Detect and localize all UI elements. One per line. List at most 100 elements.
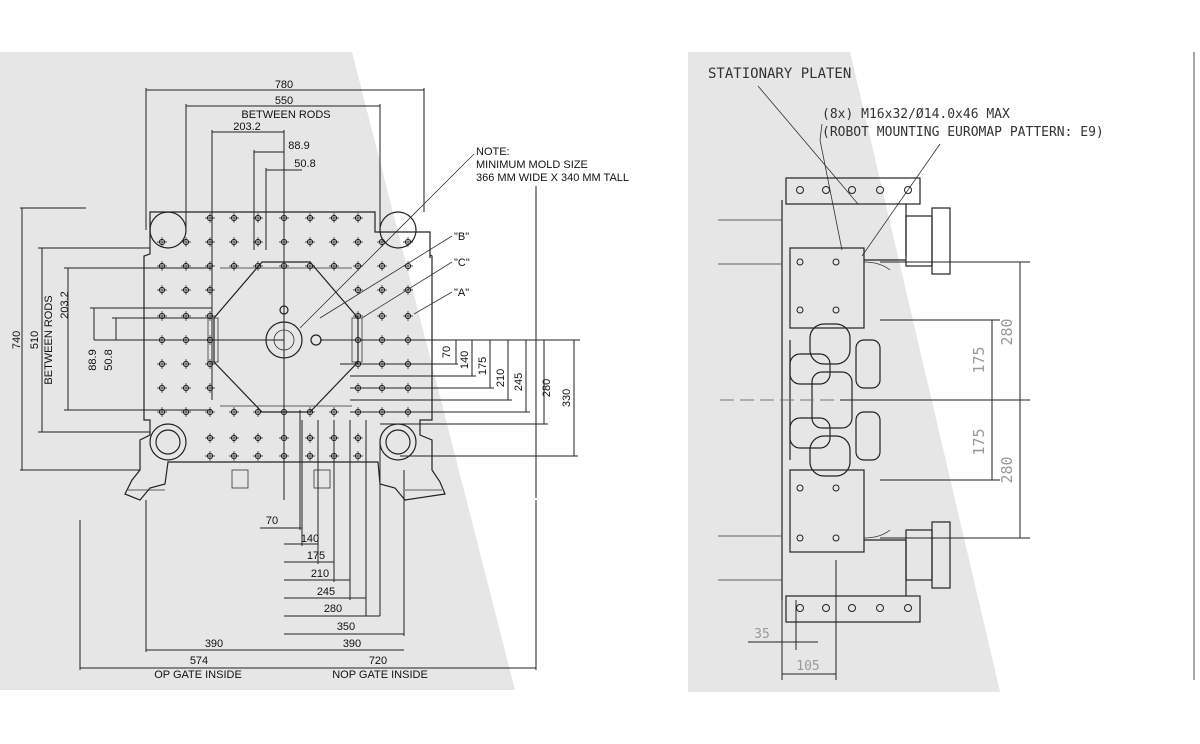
hole-crosshair [157,359,167,369]
hole-crosshair [205,285,215,295]
hole-crosshair [329,237,339,247]
hole-crosshair [305,261,315,271]
dim-bottom-210: 210 [311,568,329,580]
callout-b: "B" [454,231,469,243]
hole-crosshair [253,407,263,417]
hole-crosshair [305,433,315,443]
hole-crosshair [305,213,315,223]
mounting-hole [796,186,804,194]
left-between-rods: BETWEEN RODS [43,295,55,384]
dim-right-70: 70 [441,346,453,358]
hole-crosshair [353,261,363,271]
mounting-hole [876,604,884,612]
mounting-hole [796,306,804,314]
hole-crosshair [353,213,363,223]
hole-crosshair [253,213,263,223]
hole-crosshair [205,433,215,443]
hole-crosshair [403,311,413,321]
hole-crosshair [229,433,239,443]
hole-crosshair [181,261,191,271]
hole-crosshair [253,451,263,461]
hole-crosshair [353,311,363,321]
callout-a: "A" [454,287,469,299]
callout-c: "C" [454,257,470,269]
hole-crosshair [403,285,413,295]
hole-crosshair [181,407,191,417]
hole-crosshair [377,311,387,321]
dim-bottom-280: 280 [324,603,342,615]
dim-left-50-8: 50.8 [103,349,115,370]
hole-crosshair [329,213,339,223]
platen-side-view [718,177,1010,623]
hole-crosshair [377,237,387,247]
dim-right-210: 210 [495,369,507,387]
dim-right-175: 175 [477,357,489,375]
hole-crosshair [329,407,339,417]
right-shade-cut [850,52,1010,692]
mounting-hole [832,484,840,492]
mounting-hole [848,604,856,612]
hole-crosshair [229,237,239,247]
side-dim-175-bottom: 175 [970,428,988,455]
hole-crosshair [253,261,263,271]
hole-crosshair [205,213,215,223]
mounting-hole [796,484,804,492]
dim-88-9: 88.9 [288,140,309,152]
hole-crosshair [403,261,413,271]
mounting-hole [832,306,840,314]
dim-510: 510 [29,331,41,349]
hole-crosshair [353,451,363,461]
hole-crosshair [205,311,215,321]
hole-crosshair [353,285,363,295]
hole-crosshair [229,213,239,223]
mounting-hole [796,534,804,542]
mounting-hole [822,186,830,194]
side-dim-105: 105 [796,659,819,674]
note-line-1: NOTE: [476,146,510,158]
dim-203-2: 203.2 [233,121,261,133]
hole-crosshair [353,433,363,443]
mounting-hole [848,186,856,194]
hole-crosshair [229,261,239,271]
hole-crosshair [353,237,363,247]
hole-crosshair [157,407,167,417]
note-line-2: MINIMUM MOLD SIZE [476,159,588,171]
dim-780: 780 [275,79,293,91]
dim-right-330: 330 [561,389,573,407]
side-dim-35: 35 [754,627,770,642]
spec-line-2: (ROBOT MOUNTING EUROMAP PATTERN: E9) [822,125,1104,140]
dim-50-8: 50.8 [294,158,315,170]
hole-crosshair [403,237,413,247]
hole-crosshair [181,359,191,369]
right-dimensions: 70 140 175 210 245 280 330 [320,339,580,457]
right-panel: STATIONARY PLATEN (8x) M16x32/Ø14.0x46 M… [688,52,1195,692]
hole-crosshair [181,237,191,247]
mounting-hole [904,604,912,612]
side-dim-280-bottom: 280 [998,456,1016,483]
dim-bottom-245: 245 [317,586,335,598]
dim-bottom-70: 70 [266,515,278,527]
dim-right-245: 245 [513,373,525,391]
hole-crosshair [305,237,315,247]
hole-crosshair [377,261,387,271]
hole-crosshair [205,383,215,393]
mounting-hole [822,604,830,612]
dim-bottom-390-left: 390 [205,638,223,650]
top-between-rods: BETWEEN RODS [241,109,330,121]
dim-bottom-140: 140 [301,533,319,545]
mounting-hole [876,186,884,194]
mounting-hole [832,258,840,266]
note: NOTE: MINIMUM MOLD SIZE 366 MM WIDE X 34… [299,146,629,498]
dim-bottom-350: 350 [337,621,355,633]
side-dimensions: 175 175 280 280 35 105 [748,261,1030,680]
hole-crosshair [157,311,167,321]
hole-crosshair [305,407,315,417]
hole-crosshair [205,261,215,271]
hole-crosshair [205,407,215,417]
hole-crosshair [205,451,215,461]
dim-bottom-175: 175 [307,550,325,562]
spec-line-1: (8x) M16x32/Ø14.0x46 MAX [822,107,1010,122]
left-dimensions: 740 510 BETWEEN RODS 203.2 88.9 50.8 [11,207,284,471]
